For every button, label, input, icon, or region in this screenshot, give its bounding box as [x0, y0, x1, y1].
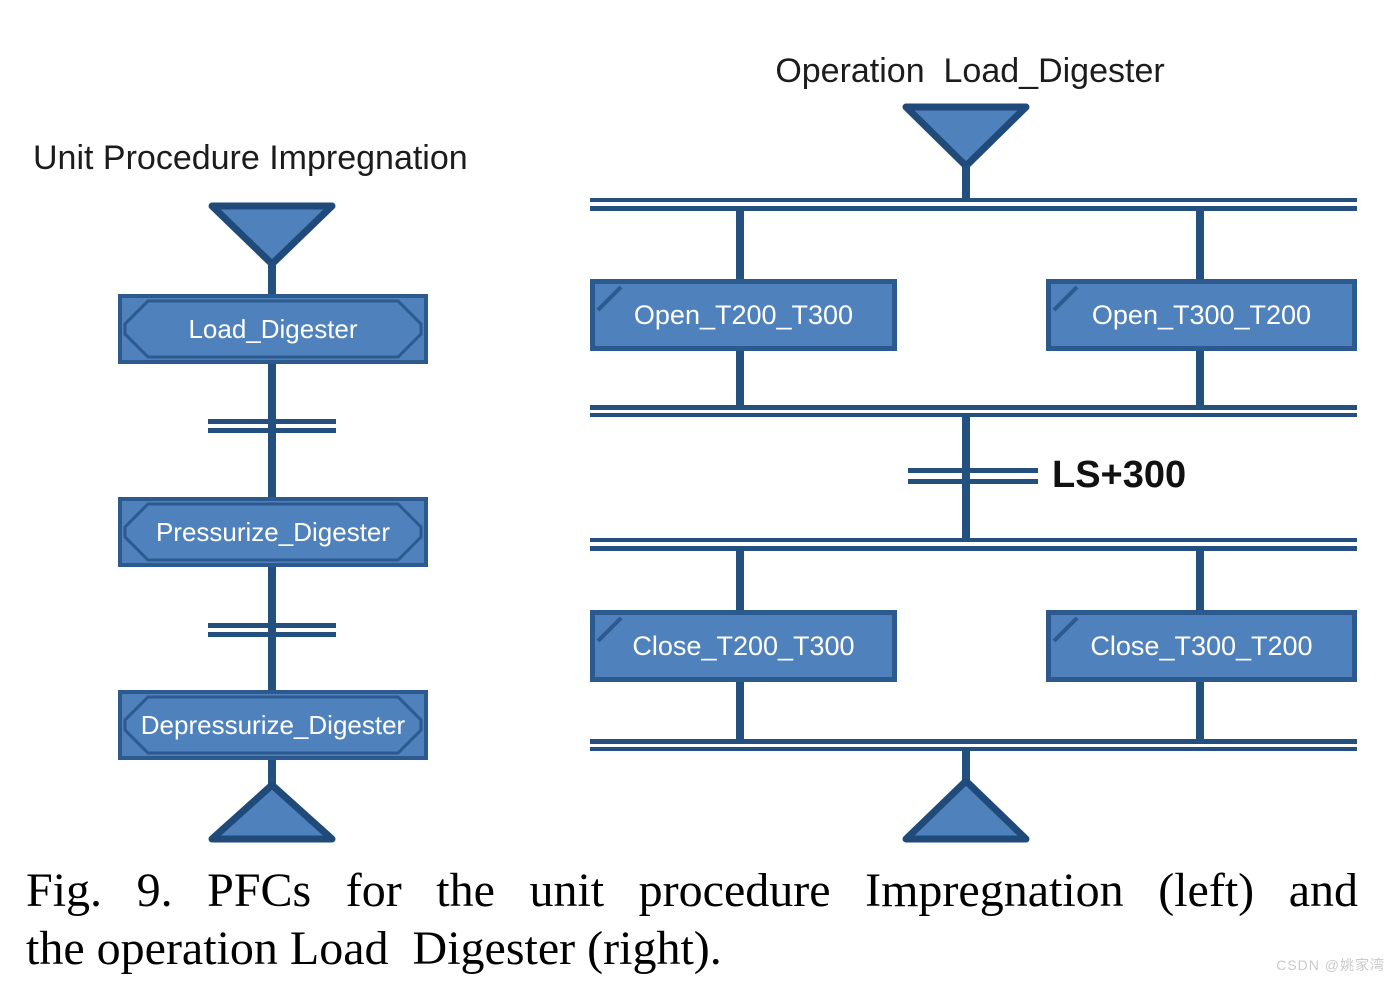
- step-label: Depressurize_Digester: [140, 709, 406, 740]
- branch-connector: [736, 211, 744, 281]
- parallel-join-bar: [590, 405, 1357, 410]
- branch-connector: [1196, 551, 1204, 612]
- step-box-load-digester: Load_Digester: [118, 294, 428, 364]
- step-label: Close_T300_T200: [1090, 630, 1313, 661]
- right-center-connector-top: [962, 166, 970, 200]
- transition-condition-label: LS+300: [1052, 454, 1187, 496]
- left-connector-4: [268, 760, 276, 788]
- parallel-join-bar: [590, 739, 1357, 744]
- branch-connector: [1196, 682, 1204, 739]
- parallel-join-bar: [590, 413, 1357, 417]
- branch-connector: [1196, 211, 1204, 281]
- step-label: Load_Digester: [188, 313, 358, 344]
- left-connector-3: [268, 567, 276, 690]
- transition-mark: [208, 419, 336, 424]
- step-box-depressurize-digester: Depressurize_Digester: [118, 690, 428, 760]
- right-start-terminal-icon: [898, 100, 1034, 172]
- step-box-open-t300-t200: Open_T300_T200: [1046, 279, 1357, 351]
- step-label: Pressurize_Digester: [155, 516, 391, 547]
- caption-line-1: Fig. 9. PFCs for the unit procedure Impr…: [26, 864, 1358, 917]
- figure-caption: Fig. 9. PFCs for the unit procedure Impr…: [26, 862, 1358, 978]
- parallel-join-bar: [590, 747, 1357, 751]
- step-box-close-t300-t200: Close_T300_T200: [1046, 610, 1357, 682]
- watermark: CSDN @姚家湾: [1276, 957, 1385, 973]
- step-box-pressurize-digester: Pressurize_Digester: [118, 497, 428, 567]
- right-end-terminal-icon: [898, 776, 1034, 844]
- parallel-split-bar: [590, 198, 1357, 202]
- branch-connector: [736, 551, 744, 612]
- left-diagram-title: Unit Procedure Impregnation: [33, 139, 468, 177]
- right-center-connector-bottom: [962, 751, 970, 783]
- transition-mark: [208, 428, 336, 433]
- left-end-terminal-icon: [204, 780, 340, 844]
- step-label: Close_T200_T300: [632, 630, 855, 661]
- right-diagram-title: Operation Load_Digester: [775, 52, 1165, 90]
- parallel-split-bar: [590, 546, 1357, 551]
- transition-mark: [908, 479, 1038, 484]
- right-center-connector-mid: [962, 417, 970, 540]
- parallel-split-bar: [590, 538, 1357, 542]
- branch-connector: [736, 351, 744, 407]
- branch-connector: [1196, 351, 1204, 407]
- transition-mark: [208, 632, 336, 637]
- left-start-terminal-icon: [204, 200, 340, 270]
- step-box-open-t200-t300: Open_T200_T300: [590, 279, 897, 351]
- left-connector-1: [268, 262, 276, 296]
- step-label: Open_T300_T200: [1091, 299, 1312, 330]
- transition-mark: [908, 468, 1038, 473]
- parallel-split-bar: [590, 206, 1357, 211]
- branch-connector: [736, 682, 744, 739]
- step-label: Open_T200_T300: [633, 299, 854, 330]
- transition-mark: [208, 623, 336, 628]
- step-box-close-t200-t300: Close_T200_T300: [590, 610, 897, 682]
- caption-line-2: the operation Load Digester (right).: [26, 922, 722, 975]
